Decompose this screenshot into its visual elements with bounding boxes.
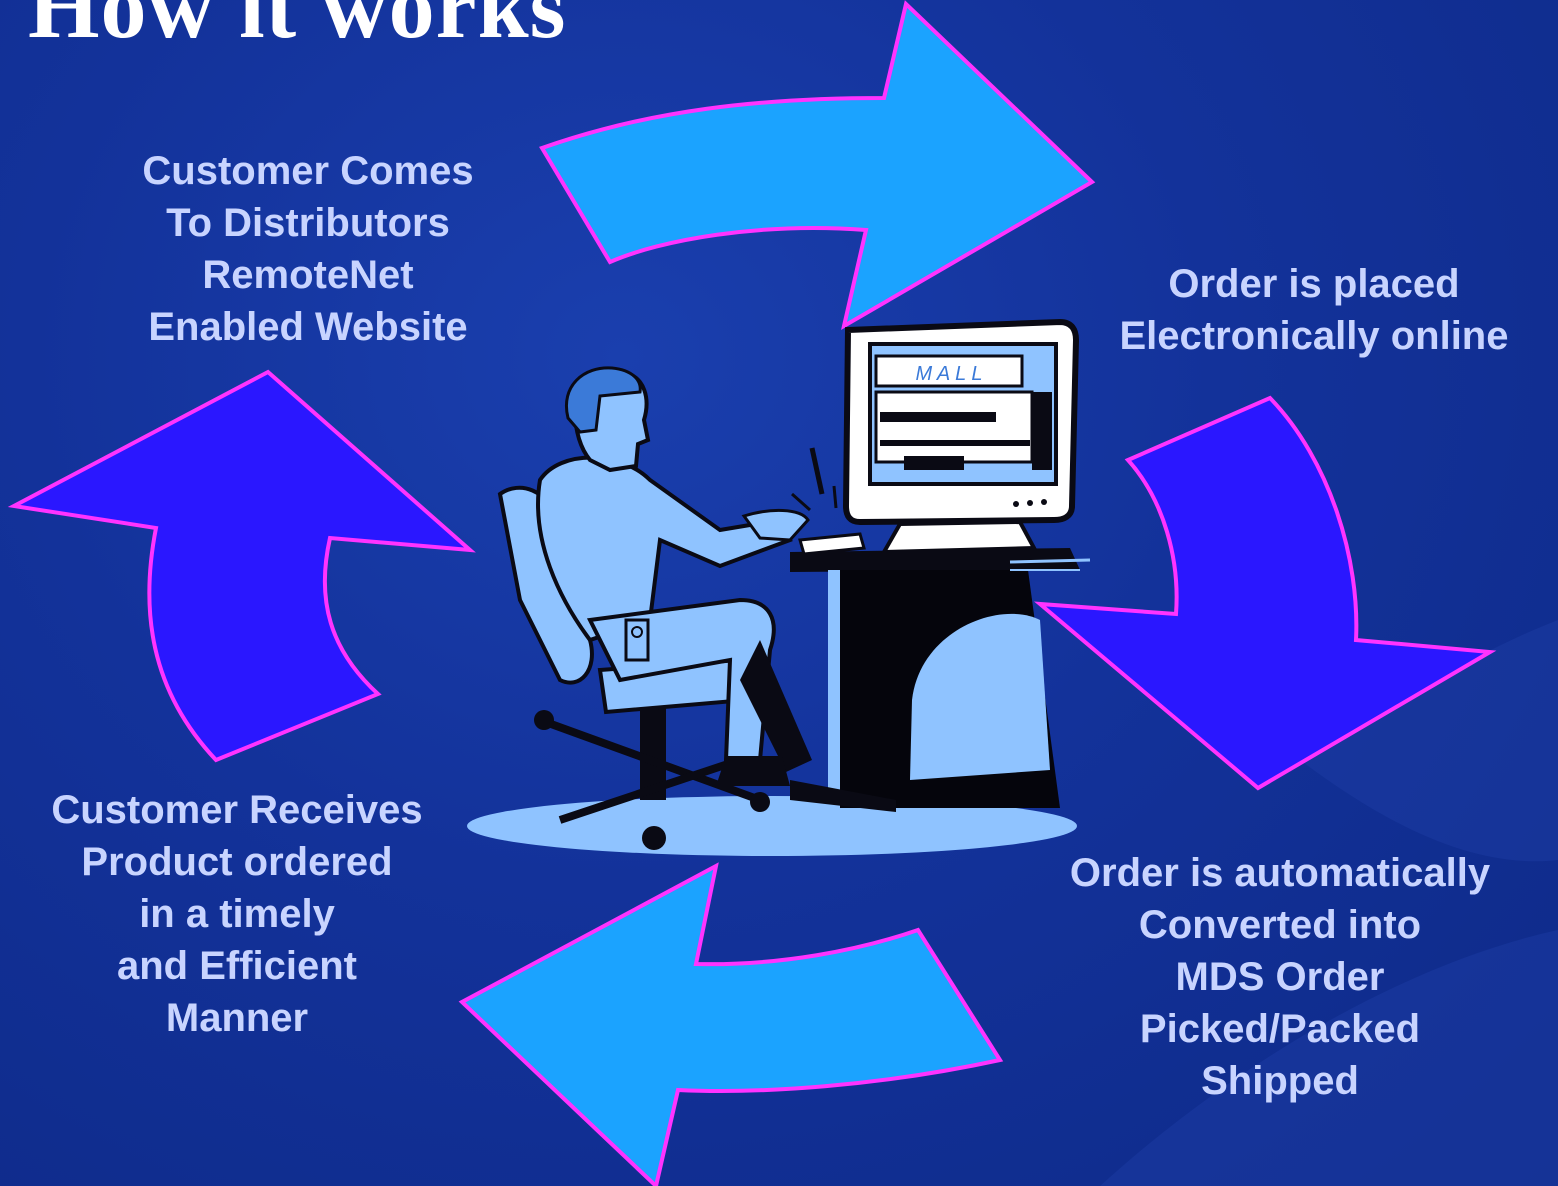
step-line: Converted into <box>1138 903 1422 947</box>
step-line: Electronically online <box>1119 314 1509 358</box>
step-line: Customer Receives <box>51 788 423 832</box>
step-order-placed: Order is placed Electronically online <box>1070 258 1558 362</box>
arrow-top-right <box>539 0 1096 331</box>
step-customer-comes: Customer Comes To Distributors RemoteNet… <box>78 145 538 353</box>
arrow-bottom-left <box>458 862 1004 1186</box>
step-line: Shipped <box>1201 1059 1359 1103</box>
step-line: Picked/Packed <box>1139 1007 1421 1051</box>
arrow-left-up <box>7 369 476 763</box>
mall-sign: M A L L <box>915 363 982 385</box>
step-order-converted: Order is automatically Converted into MD… <box>1010 847 1550 1107</box>
step-line: Customer Comes <box>142 149 474 193</box>
step-line: Order is placed <box>1168 262 1460 306</box>
step-line: Product ordered <box>81 840 393 884</box>
arrow-right-down <box>1034 395 1497 791</box>
slide-title: How it works <box>28 0 567 57</box>
step-line: Manner <box>165 996 309 1040</box>
step-line: in a timely <box>139 892 335 936</box>
step-line: To Distributors <box>166 201 450 245</box>
step-line: Enabled Website <box>148 305 468 349</box>
step-line: RemoteNet <box>202 253 414 297</box>
step-line: and Efficient <box>116 944 358 988</box>
step-customer-receives: Customer Receives Product ordered in a t… <box>0 784 474 1044</box>
step-line: Order is automatically <box>1069 851 1491 895</box>
step-line: MDS Order <box>1175 955 1385 999</box>
